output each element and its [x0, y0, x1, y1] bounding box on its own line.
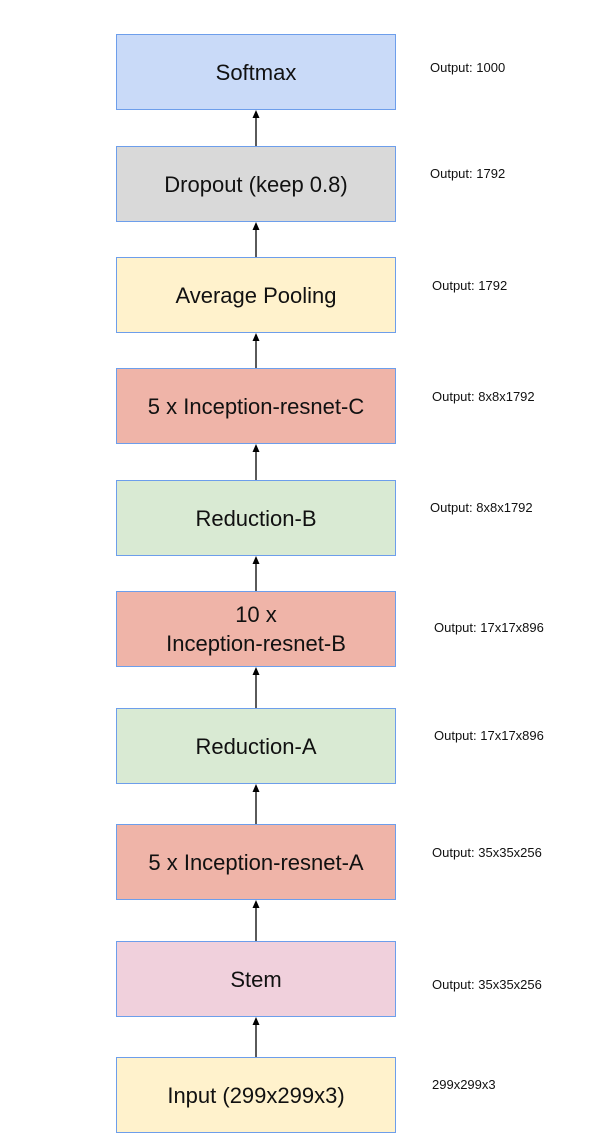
block-reduction-a: Reduction-A — [116, 708, 396, 784]
output-note-stem: Output: 35x35x256 — [432, 977, 542, 992]
block-reduction-b: Reduction-B — [116, 480, 396, 556]
block-label: Average Pooling — [175, 282, 337, 308]
output-note-inception-resnet-b: Output: 17x17x896 — [434, 620, 544, 635]
block-inception-resnet-c: 5 x Inception-resnet-C — [116, 368, 396, 444]
block-inception-resnet-a: 5 x Inception-resnet-A — [116, 824, 396, 900]
output-note-reduction-b: Output: 8x8x1792 — [430, 500, 533, 515]
block-input: Input (299x299x3) — [116, 1057, 396, 1133]
output-note-softmax: Output: 1000 — [430, 60, 506, 75]
arrow-inception-a-to-reduction-a — [251, 784, 261, 824]
block-average-pooling: Average Pooling — [116, 257, 396, 333]
block-label: 5 x Inception-resnet-C — [147, 393, 365, 419]
arrow-pooling-to-dropout — [251, 222, 261, 257]
arrow-reduction-a-to-inception-b — [251, 667, 261, 708]
output-note-inception-resnet-a: Output: 35x35x256 — [432, 845, 542, 860]
arrow-dropout-to-softmax — [251, 110, 261, 146]
block-label: Reduction-A — [195, 733, 317, 759]
arrow-input-to-stem — [251, 1017, 261, 1057]
output-note-reduction-a: Output: 17x17x896 — [434, 728, 544, 743]
arrow-inception-b-to-reduction-b — [251, 556, 261, 591]
block-label: Reduction-B — [195, 505, 317, 531]
block-label: Softmax — [215, 59, 297, 85]
block-dropout: Dropout (keep 0.8) — [116, 146, 396, 222]
arrow-reduction-b-to-inception-c — [251, 444, 261, 480]
block-inception-resnet-b: 10 x Inception-resnet-B — [116, 591, 396, 667]
output-note-input: 299x299x3 — [432, 1077, 496, 1092]
block-label: 5 x Inception-resnet-A — [148, 849, 364, 875]
output-note-dropout: Output: 1792 — [430, 166, 506, 181]
arrow-stem-to-inception-a — [251, 900, 261, 941]
block-label: Dropout (keep 0.8) — [164, 171, 348, 197]
output-note-inception-resnet-c: Output: 8x8x1792 — [432, 389, 535, 404]
arrow-inception-c-to-pooling — [251, 333, 261, 368]
block-softmax: Softmax — [116, 34, 396, 110]
output-note-average-pooling: Output: 1792 — [432, 278, 508, 293]
block-label: 10 x Inception-resnet-B — [166, 602, 346, 656]
block-label: Input (299x299x3) — [167, 1082, 345, 1108]
block-label: Stem — [230, 966, 282, 992]
block-stem: Stem — [116, 941, 396, 1017]
